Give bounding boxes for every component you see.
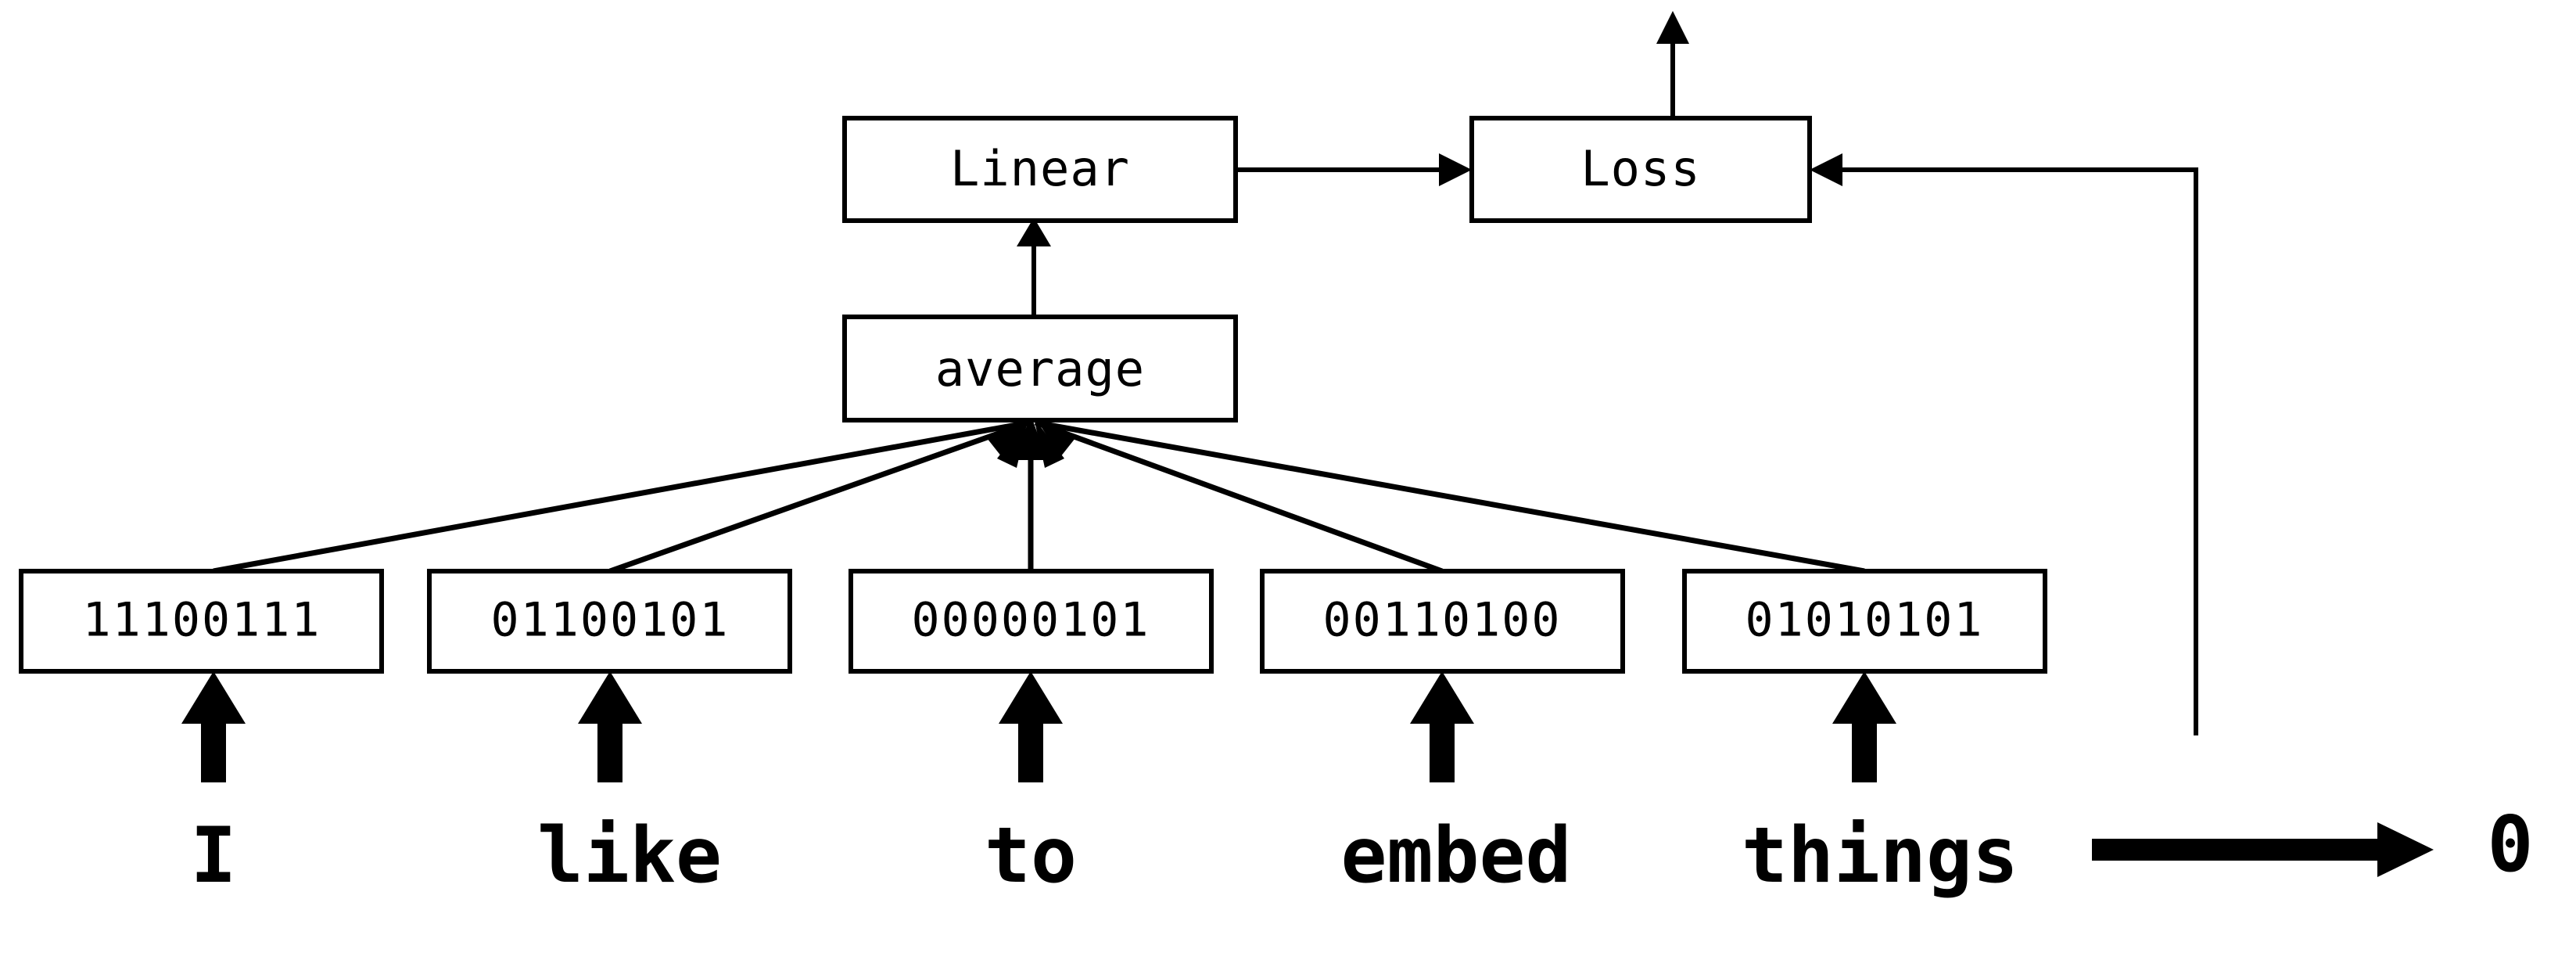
linear-box[interactable] — [842, 116, 1238, 223]
linear-box-label: Linear — [950, 140, 1130, 197]
arrowhead-target-to-loss — [1810, 153, 1842, 186]
arrowhead-embedding-2-to-average — [997, 418, 1028, 468]
edge-embedding-4-to-average — [1034, 419, 1444, 574]
word-label-5: things — [1742, 811, 2018, 901]
edge-things-to-target — [2092, 822, 2434, 877]
arrowhead-embedding-1-to-average — [987, 418, 1030, 457]
edge-target-to-loss — [1839, 167, 2198, 735]
edge-embedding-2-to-average — [608, 419, 1031, 574]
edge-word-4-to-embedding-4 — [1410, 671, 1474, 782]
embedding-box-5[interactable] — [1682, 569, 2047, 674]
edge-word-3-to-embedding-3 — [999, 671, 1063, 782]
word-label-2: like — [537, 811, 722, 901]
arrowhead-average-to-linear — [1017, 218, 1051, 246]
embedding-bits-2: 01100101 — [491, 593, 730, 648]
fan-in-edges — [213, 415, 1865, 574]
edge-embedding-5-to-average — [1035, 419, 1865, 574]
average-box[interactable] — [842, 315, 1238, 422]
word-label-4: embed — [1340, 811, 1571, 901]
edge-word-5-to-embedding-5 — [1832, 671, 1896, 782]
word-label-1: I — [190, 811, 236, 901]
arrowhead-linear-to-loss — [1439, 153, 1472, 186]
loss-box[interactable] — [1469, 116, 1812, 223]
embedding-bits-1: 11100111 — [83, 593, 321, 648]
arrowhead-embedding-5-to-average — [1035, 418, 1075, 457]
embedding-box-2[interactable] — [427, 569, 792, 674]
embedding-bits-3: 00000101 — [912, 593, 1150, 648]
loss-box-label: Loss — [1580, 140, 1700, 197]
edge-embedding-1-to-average — [213, 419, 1030, 574]
arrowhead-loss-output — [1656, 11, 1689, 44]
embedding-boxes: 11100111 01100101 00000101 00110100 0101… — [19, 569, 2047, 674]
word-label-3: to — [985, 811, 1077, 901]
embedding-box-3[interactable] — [849, 569, 1214, 674]
embedding-bits-5: 01010101 — [1745, 593, 1984, 648]
arrowhead-embedding-4-to-average — [1034, 418, 1064, 468]
average-box-label: average — [935, 340, 1145, 397]
arrowhead-embedding-3-to-average — [1014, 415, 1047, 460]
word-to-embedding-edges — [181, 671, 1896, 782]
edge-word-2-to-embedding-2 — [578, 671, 642, 782]
embedding-bits-4: 00110100 — [1323, 593, 1562, 648]
edge-word-1-to-embedding-1 — [181, 671, 246, 782]
embedding-box-4[interactable] — [1260, 569, 1625, 674]
target-label: 0 — [2487, 800, 2533, 890]
embedding-box-1[interactable] — [19, 569, 384, 674]
